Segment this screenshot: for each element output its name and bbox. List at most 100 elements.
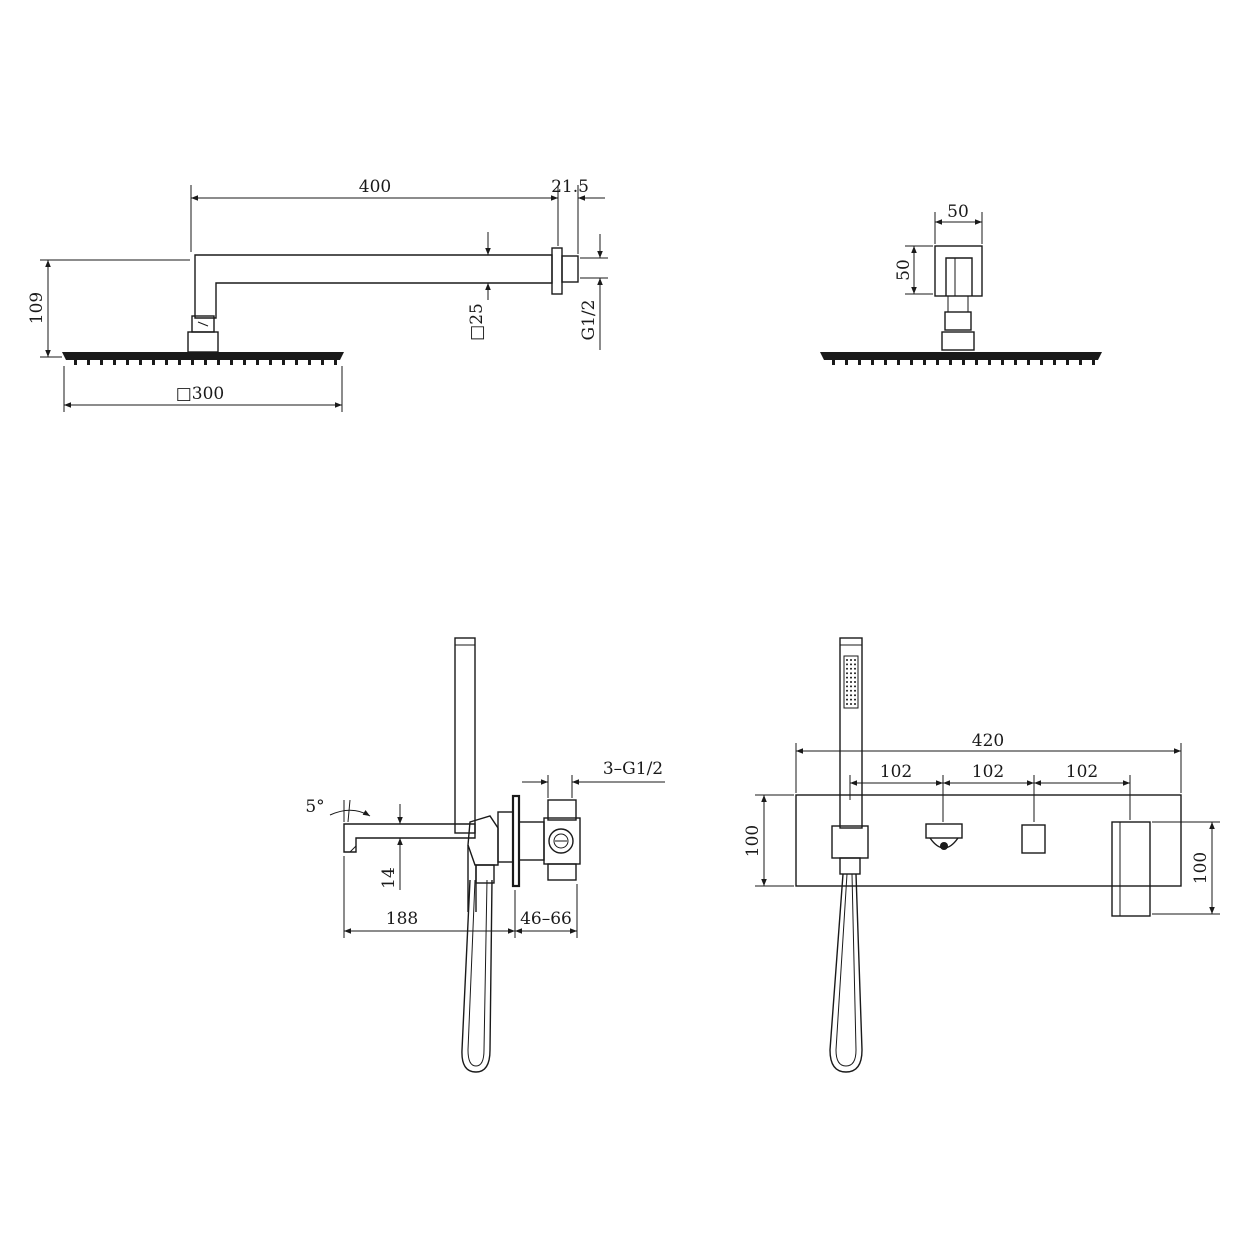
dim-flange-depth: 21.5 (551, 177, 589, 197)
spray-dot (854, 698, 856, 701)
overhead-shower-front-view: 50 50 (820, 202, 1102, 365)
nozzle (87, 360, 90, 365)
dim-outlets: 3–G1/2 (603, 759, 663, 779)
spray-dot (850, 659, 852, 661)
nozzle (282, 360, 285, 365)
spray-dot (850, 698, 852, 701)
spray-dot (854, 659, 856, 661)
nozzle (897, 360, 900, 365)
nozzle (269, 360, 272, 365)
spray-dot (854, 663, 856, 666)
dim-spout-length: 188 (386, 909, 418, 929)
spray-dot (850, 667, 852, 670)
dim-overall-width: 420 (972, 731, 1004, 751)
nozzle (1040, 360, 1043, 365)
spray-dot (854, 667, 856, 670)
nozzle (165, 360, 168, 365)
nozzle (962, 360, 965, 365)
nozzle (178, 360, 181, 365)
nozzle (832, 360, 835, 365)
spray-dot (850, 676, 852, 679)
dim-plate-height: 100 (743, 825, 763, 857)
nozzle (1027, 360, 1030, 365)
spray-dot (846, 659, 848, 661)
dim-thread: G1/2 (579, 300, 599, 341)
spray-dot (846, 663, 848, 666)
dim-spacing-1: 102 (880, 762, 912, 782)
dim-arm-section: □25 (467, 303, 487, 341)
nozzle (230, 360, 233, 365)
nozzle (923, 360, 926, 365)
spray-dot (846, 681, 848, 683)
dim-spout-angle: 5° (305, 797, 324, 817)
nozzle (113, 360, 116, 365)
nozzle (74, 360, 77, 365)
spray-dot (846, 685, 848, 688)
nozzle (1092, 360, 1095, 365)
spray-dot (854, 703, 856, 705)
nozzle (295, 360, 298, 365)
spray-dot (850, 703, 852, 705)
nozzle (204, 360, 207, 365)
nozzle (910, 360, 913, 365)
nozzle (858, 360, 861, 365)
mixer-side-view: 5° 14 188 46–66 3–G1/2 (305, 637, 665, 1073)
dim-spacing-3: 102 (1066, 762, 1098, 782)
nozzle-row (74, 360, 337, 365)
spray-dot (846, 676, 848, 679)
nozzle (1014, 360, 1017, 365)
nozzle (1079, 360, 1082, 365)
nozzle-row-front (832, 360, 1095, 365)
nozzle (1001, 360, 1004, 365)
nozzle (334, 360, 337, 365)
spray-dot (850, 663, 852, 666)
nozzle (949, 360, 952, 365)
spray-dot (846, 672, 848, 675)
nozzle (936, 360, 939, 365)
nozzle (884, 360, 887, 365)
mixer-front-view: 420 102 102 102 100 100 (743, 637, 1220, 1073)
spray-dot (854, 676, 856, 679)
nozzle (191, 360, 194, 365)
spray-dot (850, 689, 852, 692)
dim-wall-depth: 46–66 (520, 909, 572, 929)
dim-front-width: 50 (947, 202, 969, 222)
overhead-shower-side-view: 400 21.5 109 □25 G1/2 □300 (27, 177, 608, 412)
spray-dot (850, 672, 852, 675)
nozzle (217, 360, 220, 365)
nozzle (256, 360, 259, 365)
spray-dot (854, 685, 856, 688)
nozzle (152, 360, 155, 365)
spray-dot (850, 681, 852, 683)
spray-dots (846, 659, 856, 705)
dim-arm-length: 400 (359, 177, 391, 197)
nozzle (321, 360, 324, 365)
nozzle (1053, 360, 1056, 365)
spray-dot (854, 689, 856, 692)
spray-dot (846, 667, 848, 670)
nozzle (243, 360, 246, 365)
spray-dot (846, 698, 848, 701)
spray-dot (846, 689, 848, 692)
dim-spout-height: 14 (379, 867, 399, 889)
nozzle (100, 360, 103, 365)
nozzle (988, 360, 991, 365)
dim-spacing-2: 102 (972, 762, 1004, 782)
spray-dot (854, 681, 856, 683)
spray-dot (854, 672, 856, 675)
dim-lever-height: 100 (1191, 852, 1211, 884)
dim-front-height: 50 (894, 259, 914, 281)
nozzle (139, 360, 142, 365)
spray-dot (846, 703, 848, 705)
spray-dot (854, 694, 856, 697)
nozzle (126, 360, 129, 365)
spray-dot (850, 694, 852, 697)
dim-head-size: □300 (176, 384, 225, 404)
spray-dot (846, 694, 848, 697)
nozzle (1066, 360, 1069, 365)
dim-height: 109 (27, 292, 47, 324)
spray-dot (850, 685, 852, 688)
nozzle (975, 360, 978, 365)
nozzle (845, 360, 848, 365)
